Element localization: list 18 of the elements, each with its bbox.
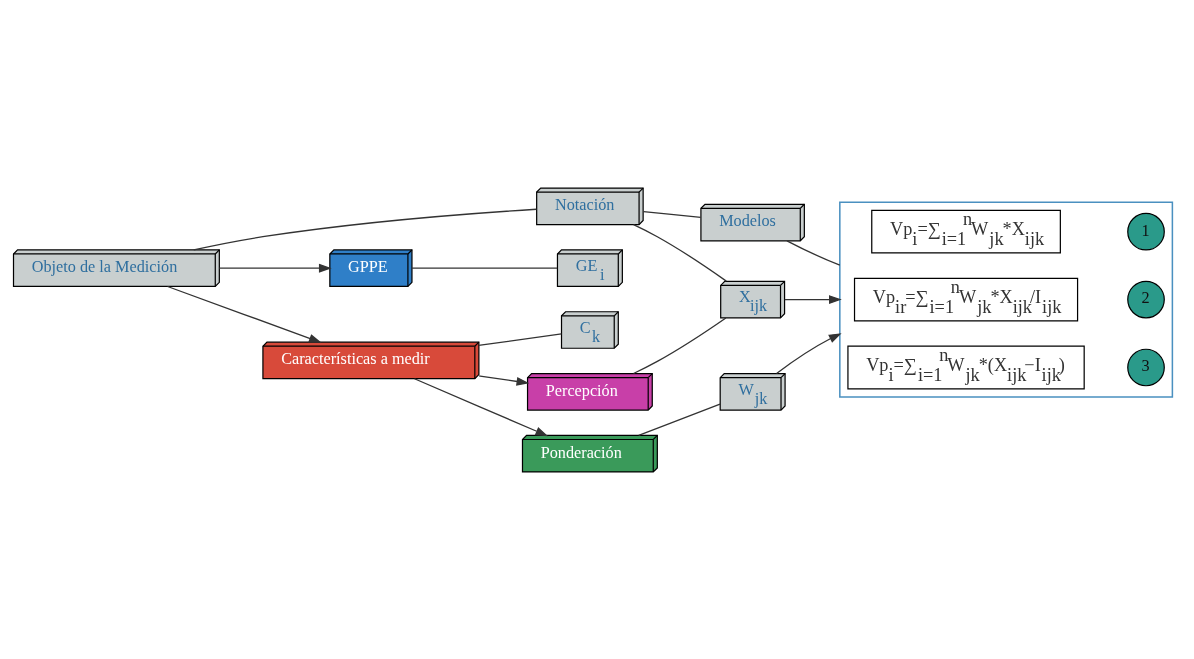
- connector: [193, 208, 538, 251]
- arrow: [218, 263, 332, 273]
- arrow: [775, 332, 842, 374]
- cluster: [839, 201, 1174, 398]
- arrow: [784, 294, 842, 304]
- connector: [638, 402, 721, 436]
- node-circle: 2: [1127, 280, 1165, 318]
- connector: [632, 223, 727, 282]
- node-circle: 1: [1127, 212, 1165, 250]
- connector: [478, 332, 563, 346]
- node-circle: 3: [1127, 348, 1165, 386]
- connector: [786, 239, 841, 266]
- connector: [632, 316, 727, 374]
- arrow: [413, 377, 549, 436]
- connector: [411, 267, 558, 269]
- arrow: [166, 285, 322, 343]
- connector: [642, 210, 702, 218]
- arrow: [478, 374, 530, 386]
